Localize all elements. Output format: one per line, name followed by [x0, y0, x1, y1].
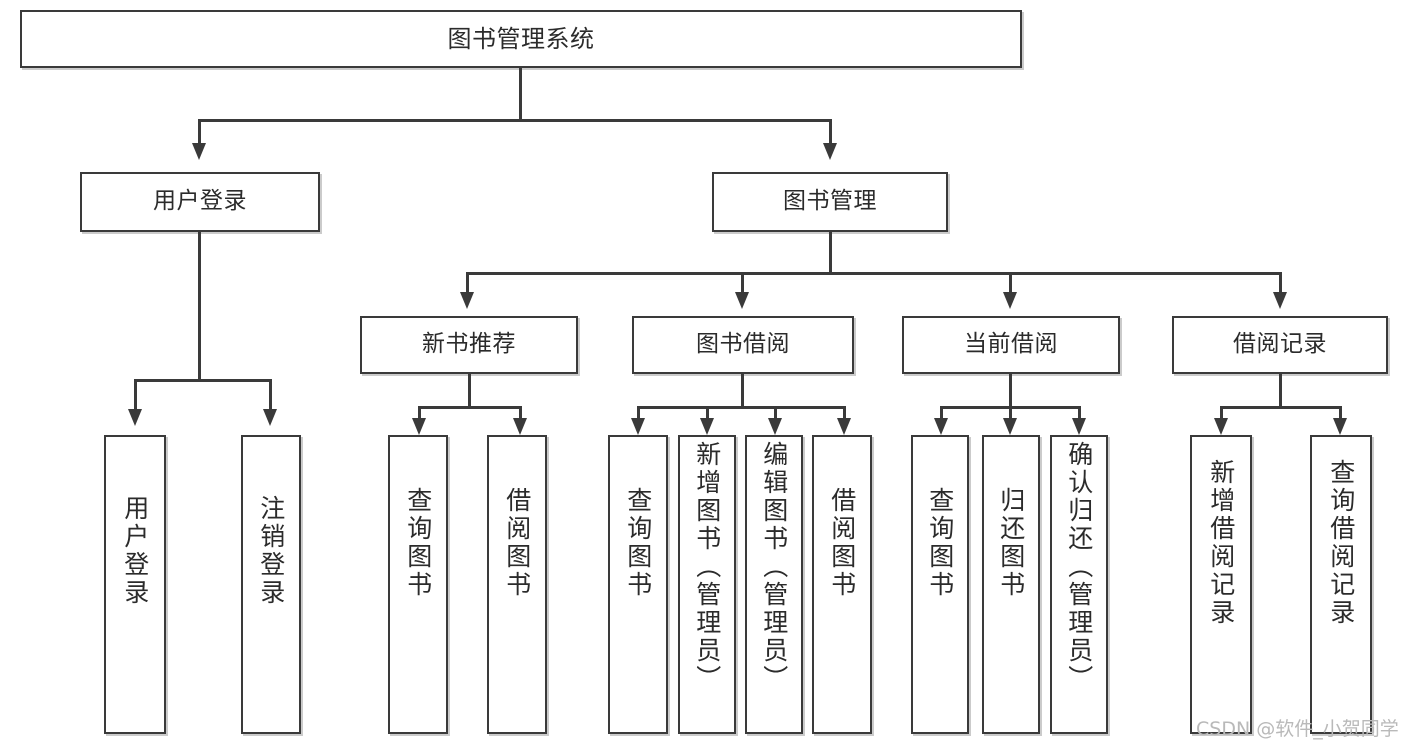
- node-leaf-newbook-query[interactable]: 查询图书: [388, 435, 448, 734]
- node-login-label: 用户登录: [153, 188, 247, 215]
- connector-newbook-stem: [468, 374, 471, 408]
- connector-records-bus: [1220, 406, 1341, 409]
- node-current[interactable]: 当前借阅: [902, 316, 1120, 374]
- connector-login-leaf2: [269, 379, 272, 411]
- node-current-label: 当前借阅: [964, 331, 1058, 358]
- arrow-to-current: [1003, 292, 1017, 309]
- connector-to-current: [1009, 272, 1012, 294]
- node-newbook-label: 新书推荐: [422, 331, 516, 358]
- connector-current-leaf3: [1078, 406, 1081, 420]
- node-leaf-user-login[interactable]: 用户登录: [104, 435, 166, 734]
- connector-root-stem: [519, 68, 522, 120]
- node-leaf-book-edit[interactable]: 编辑图书（管理员）: [745, 435, 803, 734]
- node-leaf-confirm-return[interactable]: 确认归还（管理员）: [1050, 435, 1108, 734]
- node-leaf-user-login-label: 用户登录: [120, 495, 150, 607]
- node-leaf-record-add-label: 新增借阅记录: [1206, 459, 1236, 627]
- node-leaf-record-query[interactable]: 查询借阅记录: [1310, 435, 1372, 734]
- node-bookmgmt[interactable]: 图书管理: [712, 172, 948, 232]
- node-bookmgmt-label: 图书管理: [783, 188, 877, 215]
- arrow-to-bookmgmt: [823, 143, 837, 160]
- connector-borrow-stem: [741, 374, 744, 408]
- node-leaf-logout[interactable]: 注销登录: [241, 435, 301, 734]
- connector-borrow-leaf1: [637, 406, 640, 420]
- node-leaf-return-book[interactable]: 归还图书: [982, 435, 1040, 734]
- connector-current-stem: [1009, 374, 1012, 408]
- node-leaf-return-book-label: 归还图书: [996, 487, 1026, 599]
- node-root[interactable]: 图书管理系统: [20, 10, 1022, 68]
- arrow-to-borrow: [735, 292, 749, 309]
- arrow-current-leaf1: [934, 418, 948, 435]
- node-borrow-label: 图书借阅: [696, 331, 790, 358]
- node-leaf-book-add[interactable]: 新增图书（管理员）: [678, 435, 736, 734]
- node-leaf-logout-label: 注销登录: [256, 495, 286, 607]
- node-borrow[interactable]: 图书借阅: [632, 316, 854, 374]
- connector-newbook-leaf1: [418, 406, 421, 420]
- arrow-to-login: [192, 143, 206, 160]
- connector-records-stem: [1279, 374, 1282, 408]
- connector-login-leaf1: [134, 379, 137, 411]
- watermark: CSDN @软件_小贺同学: [1196, 718, 1399, 740]
- connector-newbook-bus: [418, 406, 521, 409]
- connector-borrow-leaf4: [843, 406, 846, 420]
- node-leaf-record-query-label: 查询借阅记录: [1326, 459, 1356, 627]
- node-leaf-book-borrow-label: 借阅图书: [827, 487, 857, 599]
- connector-login-stem: [198, 232, 201, 380]
- connector-bookmgmt-bus: [466, 272, 1280, 275]
- node-leaf-newbook-borrow[interactable]: 借阅图书: [487, 435, 547, 734]
- node-leaf-current-query-label: 查询图书: [925, 487, 955, 599]
- connector-to-records: [1279, 272, 1282, 294]
- node-leaf-newbook-query-label: 查询图书: [403, 487, 433, 599]
- node-leaf-current-query[interactable]: 查询图书: [911, 435, 969, 734]
- connector-newbook-leaf2: [519, 406, 522, 420]
- node-records[interactable]: 借阅记录: [1172, 316, 1388, 374]
- node-records-label: 借阅记录: [1233, 331, 1327, 358]
- connector-to-bookmgmt: [829, 119, 832, 145]
- node-leaf-borrow-query-label: 查询图书: [623, 487, 653, 599]
- arrow-newbook-leaf1: [412, 418, 426, 435]
- node-newbook[interactable]: 新书推荐: [360, 316, 578, 374]
- arrow-borrow-leaf1: [631, 418, 645, 435]
- node-leaf-book-borrow[interactable]: 借阅图书: [812, 435, 872, 734]
- connector-current-leaf2: [1009, 406, 1012, 420]
- node-leaf-book-edit-label: 编辑图书（管理员）: [759, 441, 789, 693]
- arrow-newbook-leaf2: [513, 418, 527, 435]
- node-leaf-newbook-borrow-label: 借阅图书: [502, 487, 532, 599]
- arrow-login-leaf2: [263, 409, 277, 426]
- node-leaf-record-add[interactable]: 新增借阅记录: [1190, 435, 1252, 734]
- arrow-to-records: [1273, 292, 1287, 309]
- node-root-label: 图书管理系统: [447, 24, 595, 53]
- connector-bookmgmt-stem: [829, 232, 832, 274]
- connector-root-bus: [198, 119, 832, 122]
- arrow-to-newbook: [460, 292, 474, 309]
- arrow-borrow-leaf2: [700, 418, 714, 435]
- connector-borrow-leaf3: [774, 406, 777, 420]
- connector-records-leaf1: [1220, 406, 1223, 420]
- arrow-current-leaf2: [1003, 418, 1017, 435]
- connector-borrow-leaf2: [706, 406, 709, 420]
- node-leaf-book-add-label: 新增图书（管理员）: [692, 441, 722, 693]
- connector-borrow-bus: [637, 406, 845, 409]
- arrow-borrow-leaf3: [768, 418, 782, 435]
- connector-current-leaf1: [940, 406, 943, 420]
- connector-to-borrow: [741, 272, 744, 294]
- connector-to-login: [198, 119, 201, 145]
- arrow-login-leaf1: [128, 409, 142, 426]
- connector-records-leaf2: [1339, 406, 1342, 420]
- node-leaf-confirm-return-label: 确认归还（管理员）: [1064, 441, 1094, 693]
- node-login[interactable]: 用户登录: [80, 172, 320, 232]
- arrow-records-leaf1: [1214, 418, 1228, 435]
- connector-login-bus: [134, 379, 270, 382]
- arrow-borrow-leaf4: [837, 418, 851, 435]
- node-leaf-borrow-query[interactable]: 查询图书: [608, 435, 668, 734]
- arrow-current-leaf3: [1072, 418, 1086, 435]
- arrow-records-leaf2: [1333, 418, 1347, 435]
- connector-to-newbook: [466, 272, 469, 294]
